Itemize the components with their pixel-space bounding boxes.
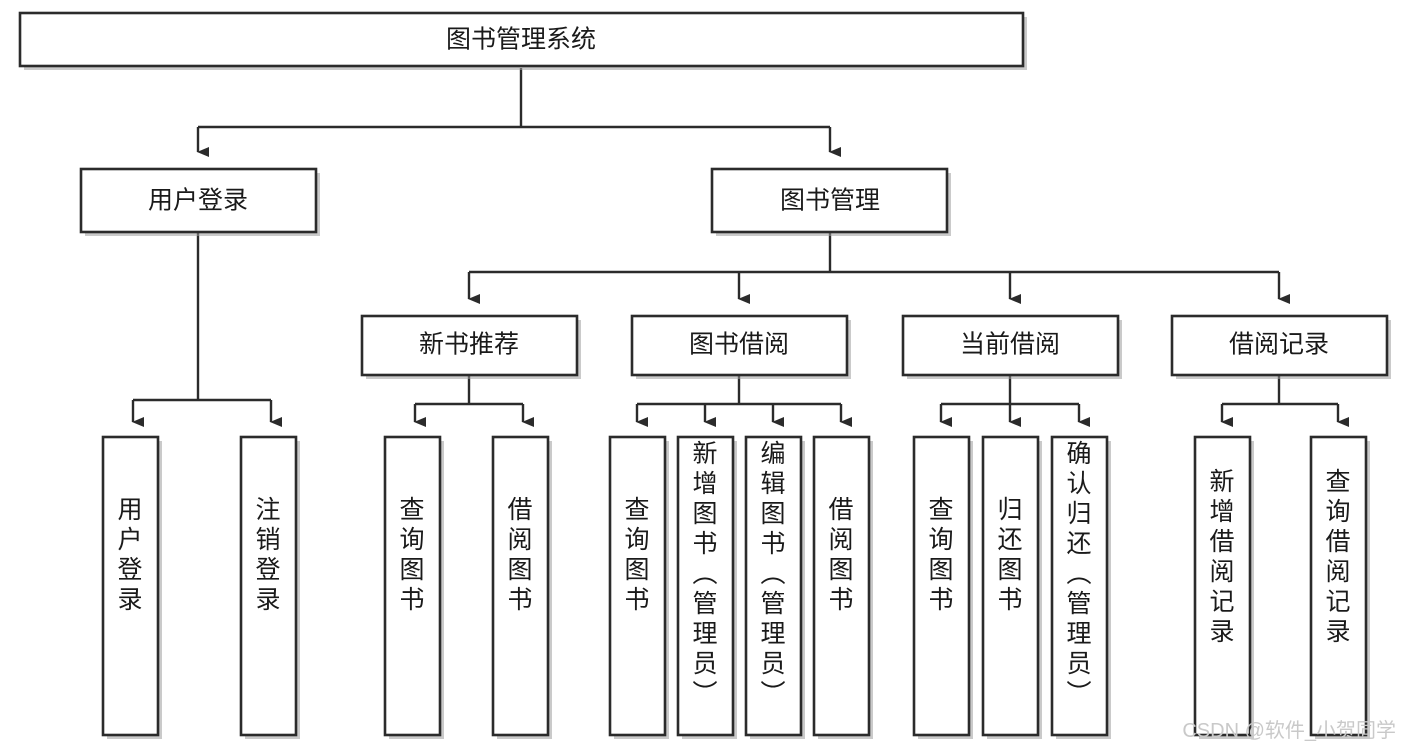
node-leaf-add-record[interactable]: 新增借阅记录 bbox=[1193, 435, 1254, 739]
edges-layer bbox=[131, 68, 1349, 427]
leaf-logout-login-label: 注销登录 bbox=[255, 496, 280, 614]
node-root[interactable]: 图书管理系统 bbox=[18, 11, 1027, 70]
leaf-return-book-box[interactable] bbox=[981, 435, 1040, 737]
node-current-borrow[interactable]: 当前借阅 bbox=[901, 314, 1122, 379]
node-leaf-user-login[interactable]: 用户登录 bbox=[101, 435, 162, 739]
leaf-query-book-3-box[interactable] bbox=[912, 435, 971, 737]
node-leaf-borrow-book-2[interactable]: 借阅图书 bbox=[812, 435, 873, 739]
node-borrow-record[interactable]: 借阅记录 bbox=[1170, 314, 1391, 379]
watermark-label: CSDN @软件_小贺同学 bbox=[1182, 719, 1396, 742]
user-login-label: 用户登录 bbox=[148, 187, 248, 215]
node-leaf-query-record[interactable]: 查询借阅记录 bbox=[1309, 435, 1370, 739]
node-leaf-query-book-2[interactable]: 查询图书 bbox=[608, 435, 669, 739]
borrow-record-box[interactable] bbox=[1170, 314, 1389, 377]
borrow-record-label: 借阅记录 bbox=[1229, 331, 1329, 359]
node-new-book-rec[interactable]: 新书推荐 bbox=[360, 314, 581, 379]
leaf-query-book-1-box[interactable] bbox=[383, 435, 442, 737]
leaf-query-book-3-label: 查询图书 bbox=[928, 496, 953, 614]
leaf-add-record-box[interactable] bbox=[1193, 435, 1252, 737]
new-book-rec-box[interactable] bbox=[360, 314, 579, 377]
leaf-borrow-book-1-label: 借阅图书 bbox=[507, 496, 532, 614]
leaf-confirm-return-box[interactable] bbox=[1050, 435, 1109, 737]
leaf-query-book-2-label: 查询图书 bbox=[624, 496, 649, 614]
leaf-user-login-label: 用户登录 bbox=[117, 496, 142, 614]
book-borrow-label: 图书借阅 bbox=[689, 331, 789, 359]
leaf-borrow-book-2-label: 借阅图书 bbox=[828, 496, 853, 614]
leaf-query-book-2-box[interactable] bbox=[608, 435, 667, 737]
node-book-manage[interactable]: 图书管理 bbox=[710, 167, 951, 236]
node-leaf-query-book-3[interactable]: 查询图书 bbox=[912, 435, 973, 739]
leaf-edit-book-label: 编辑图书︵管理员︶ bbox=[760, 440, 785, 708]
leaf-return-book-label: 归还图书 bbox=[997, 496, 1022, 614]
new-book-rec-label: 新书推荐 bbox=[419, 331, 519, 359]
node-leaf-query-book-1[interactable]: 查询图书 bbox=[383, 435, 444, 739]
leaf-confirm-return-label: 确认归还︵管理员︶ bbox=[1066, 440, 1091, 708]
book-borrow-box[interactable] bbox=[630, 314, 849, 377]
leaf-logout-login-box[interactable] bbox=[239, 435, 298, 737]
leaf-borrow-book-2-box[interactable] bbox=[812, 435, 871, 737]
current-borrow-box[interactable] bbox=[901, 314, 1120, 377]
book-manage-box[interactable] bbox=[710, 167, 949, 234]
node-leaf-return-book[interactable]: 归还图书 bbox=[981, 435, 1042, 739]
leaf-query-book-1-label: 查询图书 bbox=[399, 496, 424, 614]
leaf-query-record-box[interactable] bbox=[1309, 435, 1368, 737]
leaf-query-record-label: 查询借阅记录 bbox=[1325, 468, 1350, 646]
leaf-add-book-box[interactable] bbox=[676, 435, 735, 737]
user-login-box[interactable] bbox=[79, 167, 318, 234]
leaf-add-book-label: 新增图书︵管理员︶ bbox=[692, 440, 717, 708]
root-label: 图书管理系统 bbox=[446, 26, 596, 54]
leaf-edit-book-box[interactable] bbox=[744, 435, 803, 737]
node-leaf-logout-login[interactable]: 注销登录 bbox=[239, 435, 300, 739]
node-leaf-borrow-book-1[interactable]: 借阅图书 bbox=[491, 435, 552, 739]
current-borrow-label: 当前借阅 bbox=[960, 331, 1060, 359]
leaf-add-record-label: 新增借阅记录 bbox=[1209, 468, 1234, 646]
leaf-user-login-box[interactable] bbox=[101, 435, 160, 737]
node-book-borrow[interactable]: 图书借阅 bbox=[630, 314, 851, 379]
leaf-borrow-book-1-box[interactable] bbox=[491, 435, 550, 737]
node-leaf-edit-book[interactable]: 编辑图书︵管理员︶ bbox=[744, 435, 805, 739]
node-user-login[interactable]: 用户登录 bbox=[79, 167, 320, 236]
node-leaf-add-book[interactable]: 新增图书︵管理员︶ bbox=[676, 435, 737, 739]
book-manage-label: 图书管理 bbox=[780, 187, 880, 215]
node-leaf-confirm-return[interactable]: 确认归还︵管理员︶ bbox=[1050, 435, 1111, 739]
root-box[interactable] bbox=[18, 11, 1025, 68]
